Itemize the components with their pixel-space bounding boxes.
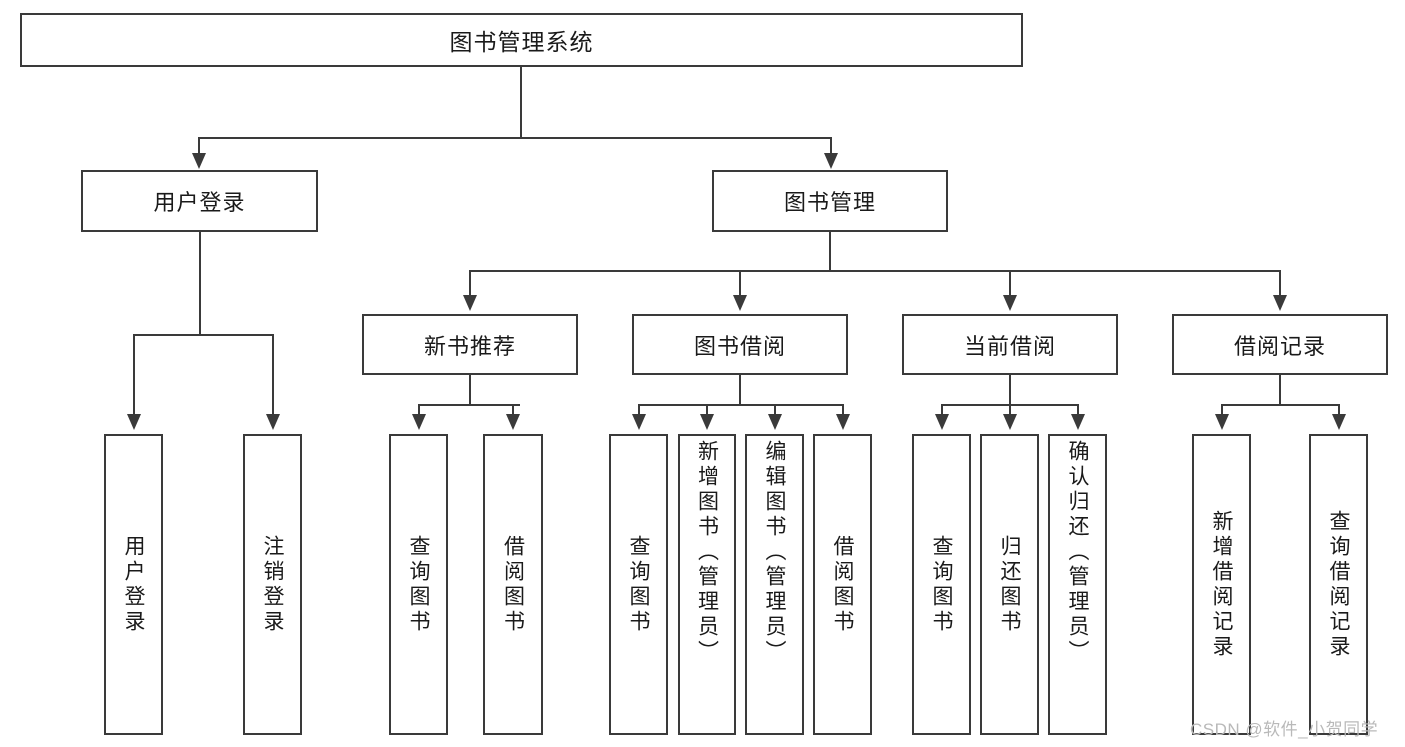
connector-bb-drop-1 (638, 404, 640, 416)
arrow-to-leaf-borrow-book-2 (836, 414, 850, 430)
watermark-text: CSDN @软件_小贺同学 (1190, 720, 1379, 739)
node-label: 用户登录 (153, 190, 246, 215)
connector-nbr-drop-2 (512, 404, 514, 416)
connector-br-bus (1221, 404, 1338, 406)
leaf-confirm-return[interactable]: 确认归还（管理员） (1048, 434, 1107, 735)
leaf-label: 查询图书 (627, 534, 650, 635)
node-label: 图书借阅 (693, 333, 786, 359)
connector-bb-drop-2 (706, 404, 708, 416)
arrow-to-new-book-recommend (463, 295, 477, 311)
node-borrow-record[interactable]: 借阅记录 (1172, 314, 1388, 375)
node-book-borrow[interactable]: 图书借阅 (632, 314, 848, 375)
leaf-edit-book[interactable]: 编辑图书（管理员） (745, 434, 804, 735)
connector-br-drop-1 (1221, 404, 1223, 416)
arrow-to-leaf-query-book-1 (412, 414, 426, 430)
arrow-to-leaf-user-login (127, 414, 141, 430)
connector-book-management-bus (469, 270, 1281, 272)
arrow-to-leaf-confirm-return (1071, 414, 1085, 430)
connector-nbr-drop-1 (418, 404, 420, 416)
leaf-label: 注销登录 (261, 534, 284, 635)
connector-bm-drop-4 (1279, 270, 1281, 297)
leaf-query-borrow-record[interactable]: 查询借阅记录 (1309, 434, 1368, 735)
arrow-to-leaf-add-record (1215, 414, 1229, 430)
leaf-label: 新增借阅记录 (1210, 509, 1233, 660)
arrow-to-current-borrow (1003, 295, 1017, 311)
node-current-borrow[interactable]: 当前借阅 (902, 314, 1118, 375)
leaf-borrow-book[interactable]: 借阅图书 (813, 434, 872, 735)
connector-bm-drop-1 (469, 270, 471, 297)
leaf-label: 用户登录 (122, 534, 145, 635)
connector-cb-drop-2 (1009, 404, 1011, 416)
arrow-to-leaf-query-record (1332, 414, 1346, 430)
leaf-label: 查询图书 (930, 534, 953, 635)
connector-nbr-stem (469, 375, 471, 405)
connector-br-stem (1279, 375, 1281, 405)
leaf-query-book-borrow[interactable]: 查询图书 (609, 434, 668, 735)
leaf-label: 编辑图书（管理员） (763, 440, 786, 665)
arrow-to-leaf-user-logout (266, 414, 280, 430)
connector-bb-bus (638, 404, 842, 406)
connector-bb-drop-4 (842, 404, 844, 416)
node-label: 当前借阅 (963, 333, 1056, 359)
connector-user-login-bus (133, 334, 273, 336)
connector-bm-drop-2 (739, 270, 741, 297)
node-label: 图书管理系统 (449, 29, 594, 55)
leaf-user-logout[interactable]: 注销登录 (243, 434, 302, 735)
connector-cb-stem (1009, 375, 1011, 405)
leaf-query-book-current[interactable]: 查询图书 (912, 434, 971, 735)
connector-user-login-drop-2 (272, 334, 274, 416)
leaf-label: 确认归还（管理员） (1066, 440, 1089, 665)
arrow-to-leaf-borrow-book-1 (506, 414, 520, 430)
arrow-to-user-login (192, 153, 206, 169)
leaf-add-book[interactable]: 新增图书（管理员） (678, 434, 736, 735)
watermark-csdn: CSDN @软件_小贺同学 (1190, 715, 1378, 740)
connector-br-drop-2 (1338, 404, 1340, 416)
leaf-user-login[interactable]: 用户登录 (104, 434, 163, 735)
connector-user-login-drop-1 (133, 334, 135, 416)
leaf-label: 归还图书 (998, 534, 1021, 635)
leaf-add-borrow-record[interactable]: 新增借阅记录 (1192, 434, 1251, 735)
node-book-management-system[interactable]: 图书管理系统 (20, 13, 1023, 67)
arrow-to-leaf-return-book (1003, 414, 1017, 430)
node-book-management[interactable]: 图书管理 (712, 170, 948, 232)
arrow-to-book-borrow (733, 295, 747, 311)
connector-cb-drop-1 (941, 404, 943, 416)
connector-nbr-bus (418, 404, 520, 406)
connector-cb-drop-3 (1077, 404, 1079, 416)
connector-root-bus (198, 137, 832, 139)
leaf-label: 新增图书（管理员） (695, 440, 719, 665)
node-label: 借阅记录 (1233, 333, 1326, 359)
leaf-label: 查询图书 (407, 534, 430, 635)
connector-root-left-drop (198, 137, 200, 155)
leaf-return-book[interactable]: 归还图书 (980, 434, 1039, 735)
node-user-login[interactable]: 用户登录 (81, 170, 318, 232)
arrow-to-borrow-record (1273, 295, 1287, 311)
arrow-to-leaf-query-book-3 (935, 414, 949, 430)
connector-bb-drop-3 (774, 404, 776, 416)
leaf-query-book-recommend[interactable]: 查询图书 (389, 434, 448, 735)
arrow-to-leaf-add-book (700, 414, 714, 430)
arrow-to-leaf-query-book-2 (632, 414, 646, 430)
connector-book-management-stem (829, 232, 831, 271)
connector-user-login-stem (199, 232, 201, 335)
node-label: 图书管理 (783, 190, 876, 215)
leaf-label: 查询借阅记录 (1327, 509, 1350, 660)
leaf-borrow-book-recommend[interactable]: 借阅图书 (483, 434, 543, 735)
node-label: 新书推荐 (423, 333, 516, 359)
node-new-book-recommend[interactable]: 新书推荐 (362, 314, 578, 375)
arrow-to-leaf-edit-book (768, 414, 782, 430)
connector-bm-drop-3 (1009, 270, 1011, 297)
connector-bb-stem (739, 375, 741, 405)
arrow-to-book-management (824, 153, 838, 169)
leaf-label: 借阅图书 (501, 534, 525, 635)
leaf-label: 借阅图书 (831, 534, 854, 635)
connector-root-right-drop (830, 137, 832, 155)
connector-root-stem (520, 67, 522, 138)
